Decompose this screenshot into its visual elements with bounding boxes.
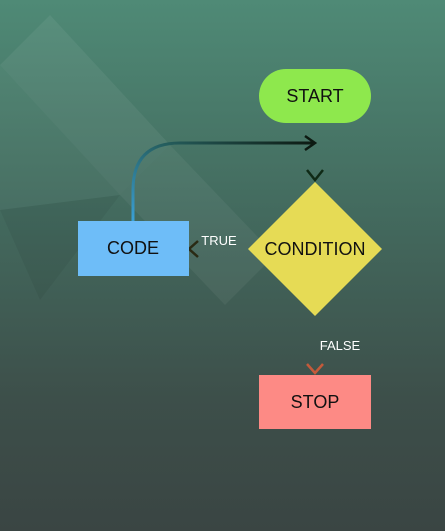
node-condition[interactable]: CONDITION xyxy=(248,182,382,316)
background-decoration xyxy=(0,15,275,305)
node-start-label: START xyxy=(286,86,343,106)
node-stop-label: STOP xyxy=(291,392,340,412)
node-code-label: CODE xyxy=(107,238,159,258)
edge-condition-to-stop xyxy=(306,315,324,375)
node-stop[interactable]: STOP xyxy=(259,375,371,429)
edge-code-to-loop xyxy=(131,134,318,221)
node-code[interactable]: CODE xyxy=(78,221,189,276)
node-start[interactable]: START xyxy=(259,69,371,123)
edge-label-true: TRUE xyxy=(201,233,237,248)
node-condition-label: CONDITION xyxy=(265,239,366,259)
edge-label-false: FALSE xyxy=(320,338,361,353)
edge-start-to-condition xyxy=(306,123,324,183)
